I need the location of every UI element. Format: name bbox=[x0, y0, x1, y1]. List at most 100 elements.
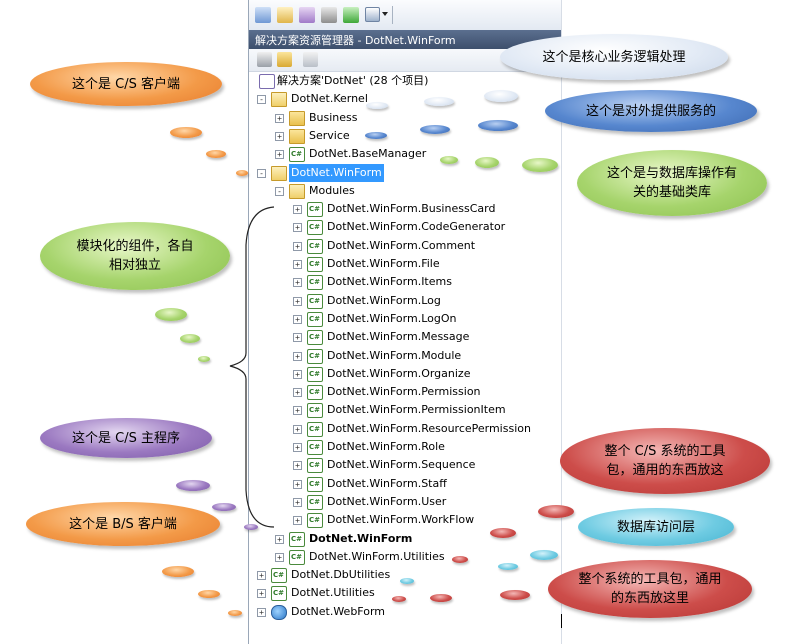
expand-icon[interactable]: + bbox=[293, 205, 302, 215]
tree-item[interactable]: +DotNet.WinForm.User bbox=[249, 493, 561, 511]
tree-item-label: 解决方案'DotNet' (28 个项目) bbox=[277, 74, 429, 87]
callout-text: 这个是对外提供服务的 bbox=[585, 103, 716, 119]
expand-icon[interactable]: + bbox=[275, 552, 284, 562]
toolbar bbox=[249, 0, 561, 31]
folder-open-icon bbox=[271, 165, 287, 181]
text-cursor bbox=[561, 614, 562, 628]
thought-dot bbox=[498, 563, 518, 570]
expand-icon[interactable]: + bbox=[275, 113, 284, 123]
new-folder-icon[interactable] bbox=[277, 52, 292, 67]
expand-icon[interactable]: + bbox=[293, 260, 302, 269]
tree-item[interactable]: + DotNet.WinForm.Permission bbox=[249, 383, 561, 401]
tree-item-label: DotNet.WinForm.LogOn bbox=[327, 311, 457, 325]
expand-icon[interactable]: + bbox=[275, 150, 284, 160]
tree-item[interactable]: +DotNet.Utilities bbox=[249, 584, 561, 602]
expand-icon[interactable]: + bbox=[293, 479, 302, 489]
tree-item[interactable]: +DotNet.WinForm.Log bbox=[249, 292, 561, 310]
collapse-icon[interactable]: - bbox=[257, 95, 266, 105]
csharp-project-icon bbox=[307, 238, 323, 254]
tree-item[interactable]: + DotNet.WinForm.ResourcePermission bbox=[249, 420, 561, 438]
refresh-icon[interactable] bbox=[299, 7, 315, 23]
panel-title-bar[interactable]: 解决方案资源管理器 - DotNet.WinForm bbox=[249, 30, 561, 49]
tree-item-label: DotNet.WinForm.Permission bbox=[327, 385, 481, 399]
tree-item[interactable]: +DotNet.WinForm.Sequence bbox=[249, 456, 561, 474]
thought-dot bbox=[490, 528, 516, 538]
properties-icon[interactable] bbox=[255, 7, 271, 23]
thought-dot bbox=[538, 505, 574, 518]
expand-icon[interactable]: + bbox=[257, 571, 266, 581]
expand-icon[interactable]: + bbox=[293, 333, 302, 343]
expand-icon[interactable]: + bbox=[275, 131, 284, 141]
thought-dot bbox=[478, 120, 518, 131]
expand-icon[interactable]: + bbox=[293, 278, 302, 288]
tree-item[interactable]: 解决方案'DotNet' (28 个项目) bbox=[249, 72, 561, 90]
callout-core-logic: 这个是核心业务逻辑处理 bbox=[500, 34, 728, 80]
tree-item-label: DotNet.WinForm.Module bbox=[327, 348, 462, 362]
csharp-project-icon bbox=[289, 531, 305, 547]
callout-db-base: 这个是与数据库操作有关的基础类库 bbox=[577, 150, 767, 216]
dropdown-arrow-icon[interactable] bbox=[382, 12, 388, 16]
tree-item[interactable]: +Service bbox=[249, 127, 561, 145]
tree-item[interactable]: - DotNet.WinForm bbox=[249, 163, 561, 182]
expand-icon[interactable]: + bbox=[293, 241, 302, 251]
tree-item[interactable]: +DotNet.WinForm.PermissionItem bbox=[249, 401, 561, 419]
tree-item[interactable]: +DotNet.WinForm.CodeGenerator bbox=[249, 218, 561, 236]
expand-icon[interactable]: + bbox=[293, 443, 302, 452]
forward-icon[interactable] bbox=[343, 7, 359, 23]
csharp-project-icon bbox=[307, 458, 323, 474]
tree-item[interactable]: +DotNet.WinForm bbox=[249, 530, 561, 548]
tree-item[interactable]: -DotNet.Kernel bbox=[249, 90, 561, 108]
collapse-icon[interactable]: - bbox=[257, 168, 266, 178]
callout-text: 模块化的组件，各自相对独立 bbox=[76, 239, 194, 273]
tree-item[interactable]: +DotNet.WinForm.Organize bbox=[249, 365, 561, 383]
expand-icon[interactable]: + bbox=[257, 589, 266, 599]
copy-icon[interactable] bbox=[257, 52, 272, 67]
expand-icon[interactable]: + bbox=[293, 516, 302, 526]
tree-item[interactable]: + DotNet.WinForm.Role bbox=[249, 438, 561, 456]
tree-item-label: DotNet.WinForm.ResourcePermission bbox=[327, 421, 531, 435]
expand-icon[interactable]: + bbox=[293, 314, 302, 324]
view-code-icon[interactable] bbox=[365, 7, 380, 22]
expand-icon[interactable]: + bbox=[293, 369, 302, 379]
expand-icon[interactable]: + bbox=[293, 461, 302, 471]
callout-text: 整个 C/S 系统的工具包，通用的东西放这 bbox=[604, 444, 726, 478]
callout-text: 数据库访问层 bbox=[616, 519, 695, 535]
expand-icon[interactable]: + bbox=[293, 388, 302, 398]
callout-sys-utilities: 整个系统的工具包，通用的东西放这里 bbox=[548, 560, 752, 618]
folder-open-icon bbox=[271, 92, 287, 108]
tree-item[interactable]: +DotNet.WinForm.WorkFlow bbox=[249, 511, 561, 529]
thought-dot bbox=[452, 556, 468, 563]
tree-item[interactable]: +DotNet.WinForm.File bbox=[249, 255, 561, 273]
thought-dot bbox=[484, 90, 518, 102]
csharp-project-icon bbox=[307, 202, 323, 218]
tree-item[interactable]: +DotNet.WinForm.Comment bbox=[249, 237, 561, 255]
tree-item-label: DotNet.WinForm.Role bbox=[327, 440, 445, 453]
expand-icon[interactable]: + bbox=[293, 406, 302, 416]
expand-icon[interactable]: + bbox=[293, 296, 302, 306]
tree-item[interactable]: +DotNet.WebForm bbox=[249, 603, 561, 621]
tree-item[interactable]: +DotNet.DbUtilities bbox=[249, 566, 561, 584]
expand-icon[interactable]: + bbox=[293, 497, 302, 507]
expand-icon[interactable]: + bbox=[275, 534, 284, 544]
tree-item[interactable]: +DotNet.BaseManager bbox=[249, 145, 561, 163]
tree-item[interactable]: +DotNet.WinForm.Items bbox=[249, 273, 561, 291]
expand-icon[interactable]: + bbox=[293, 223, 302, 233]
expand-icon[interactable]: + bbox=[293, 424, 302, 434]
tree-item[interactable]: -Modules bbox=[249, 182, 561, 200]
tools-icon[interactable] bbox=[321, 7, 337, 23]
expand-icon[interactable]: + bbox=[257, 607, 266, 617]
expand-icon[interactable]: + bbox=[293, 351, 302, 361]
show-all-files-icon[interactable] bbox=[277, 7, 293, 23]
tree-item[interactable]: +DotNet.WinForm.Staff bbox=[249, 475, 561, 493]
tree-item[interactable]: + DotNet.WinForm.LogOn bbox=[249, 310, 561, 328]
tree-item[interactable]: +DotNet.WinForm.Message bbox=[249, 328, 561, 346]
tree-item-label: DotNet.WinForm bbox=[289, 163, 384, 182]
find-icon[interactable] bbox=[303, 52, 318, 67]
tree-item[interactable]: +DotNet.WinForm.Utilities bbox=[249, 548, 561, 566]
csharp-project-icon bbox=[307, 330, 323, 346]
tree-item[interactable]: +DotNet.WinForm.BusinessCard bbox=[249, 200, 561, 218]
tree-item[interactable]: + DotNet.WinForm.Module bbox=[249, 347, 561, 365]
tree-item[interactable]: +Business bbox=[249, 109, 561, 127]
collapse-icon[interactable]: - bbox=[275, 186, 284, 196]
thought-dot bbox=[244, 524, 258, 530]
